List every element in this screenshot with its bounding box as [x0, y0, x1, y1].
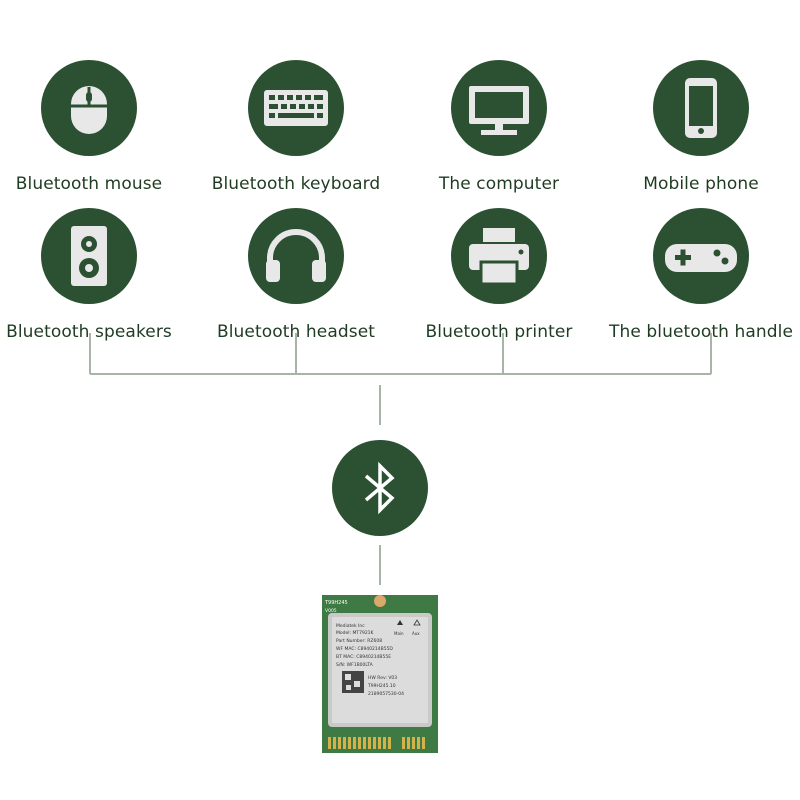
card-aux: Aux: [412, 631, 420, 636]
device-label: Bluetooth keyboard: [211, 174, 381, 194]
mouse-icon: [41, 60, 137, 156]
device-printer: Bluetooth printer: [399, 208, 599, 342]
card-wf-mac: WF MAC: C8940214B55D: [336, 646, 393, 652]
card-hw-rev: HW Rev: V03: [368, 675, 397, 681]
monitor-icon: [451, 60, 547, 156]
device-speakers: Bluetooth speakers: [0, 208, 189, 342]
headset-icon: [248, 208, 344, 304]
card-model: Model: MT7921K: [336, 630, 375, 636]
card-code2: T99H245.10: [367, 683, 396, 689]
device-label: The bluetooth handle: [608, 322, 794, 342]
card-code3: 2189057530-04: [368, 691, 404, 697]
device-keyboard: Bluetooth keyboard: [196, 60, 396, 194]
device-gamepad: The bluetooth handle: [601, 208, 800, 342]
device-label: Bluetooth printer: [425, 322, 573, 342]
keyboard-icon: [248, 60, 344, 156]
bluetooth-icon: [332, 440, 428, 536]
phone-icon: [653, 60, 749, 156]
device-phone: Mobile phone: [601, 60, 800, 194]
speaker-icon: [41, 208, 137, 304]
printer-icon: [451, 208, 547, 304]
card-vendor: Mediatek Inc: [336, 623, 365, 629]
device-headset: Bluetooth headset: [196, 208, 396, 342]
device-mouse: Bluetooth mouse: [0, 60, 189, 194]
card-model-code: T99H245: [324, 600, 348, 606]
card-sub-code: V005: [325, 608, 337, 614]
card-sn: S/N: WF1B00LTA: [336, 662, 374, 668]
device-label: The computer: [438, 174, 560, 194]
device-label: Bluetooth speakers: [6, 322, 172, 342]
device-label: Bluetooth mouse: [15, 174, 163, 194]
gamepad-icon: [653, 208, 749, 304]
wireless-card: T99H245 V005 Mediatek Inc Model: MT7921K…: [322, 595, 438, 753]
card-bt-mac: BT MAC: C8940214B55E: [336, 654, 391, 660]
device-label: Bluetooth headset: [216, 322, 376, 342]
card-part: Part Number: RZ608: [336, 638, 382, 644]
device-label: Mobile phone: [643, 174, 759, 194]
device-computer: The computer: [399, 60, 599, 194]
card-main: Main: [394, 631, 404, 636]
